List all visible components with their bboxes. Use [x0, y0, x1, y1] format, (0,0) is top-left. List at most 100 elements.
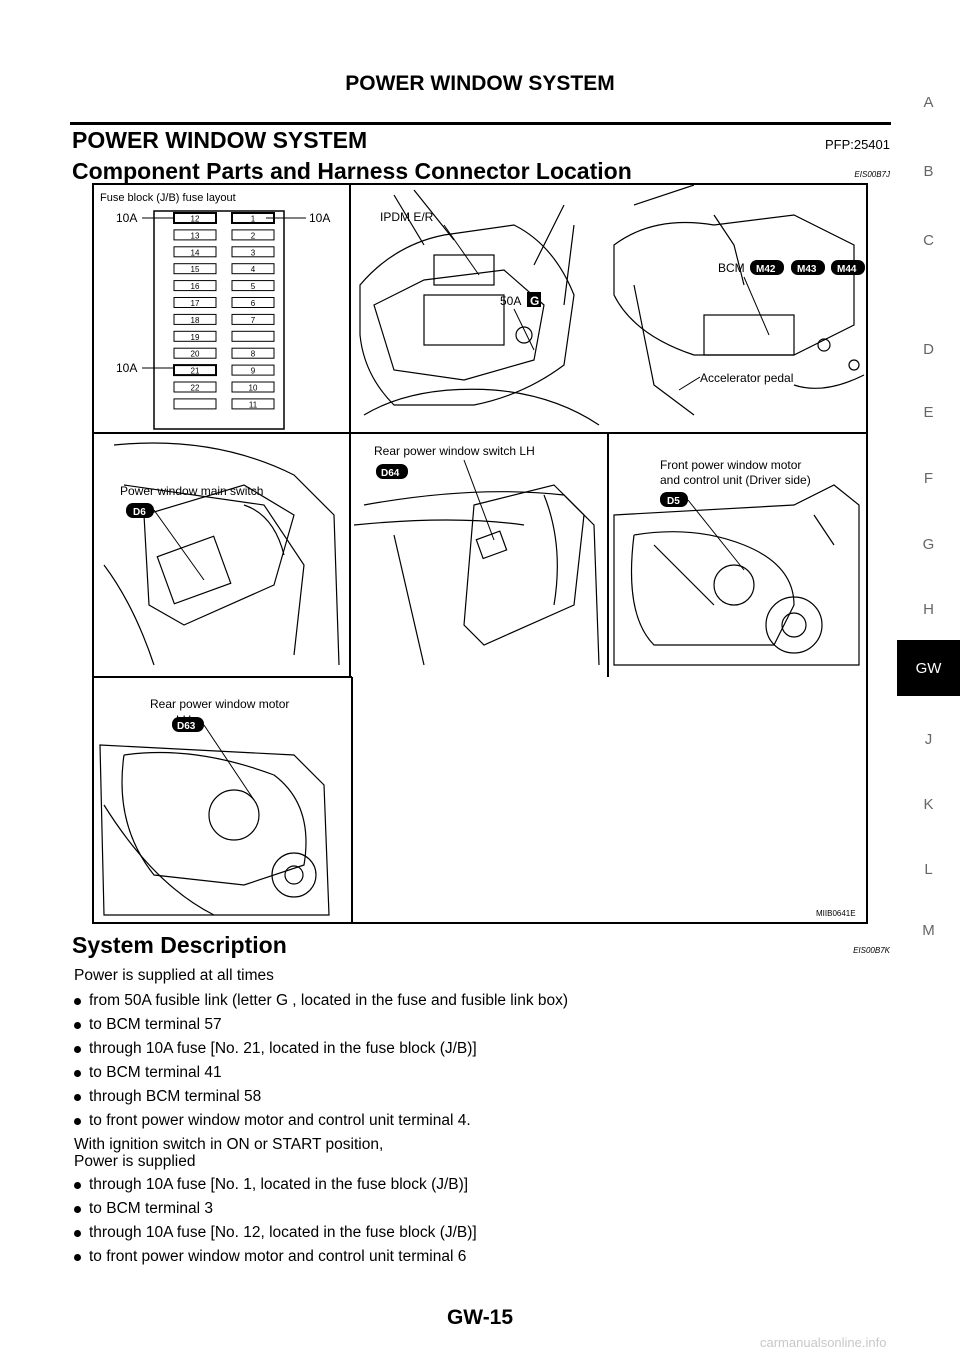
connector-m43: M43	[797, 264, 817, 275]
fuse-number: 5	[251, 282, 256, 291]
fuse-number: 16	[191, 282, 200, 291]
index-letter[interactable]: C	[923, 232, 934, 249]
fuse-slot	[173, 297, 217, 308]
fuse-number: 14	[191, 248, 200, 257]
main-switch-label: Power window main switch	[120, 484, 263, 498]
fuse-letter-box	[527, 292, 541, 307]
fuse-callout-bottom: 10A	[116, 361, 137, 375]
fuse-slot	[231, 381, 275, 393]
fuse-number: 8	[251, 350, 256, 359]
fuse-slot	[231, 330, 275, 342]
section-code: PFP:25401	[824, 137, 890, 152]
fuse-slot	[231, 297, 275, 308]
door-trim-drawing	[103, 442, 340, 666]
fuse-number: 2	[251, 231, 256, 240]
page-number: GW-15	[446, 1306, 514, 1329]
index-letter[interactable]: H	[923, 601, 934, 618]
figure-id: MIIB0641E	[816, 909, 856, 918]
fuse-number: 18	[191, 316, 200, 325]
component-title: Component Parts and Harness Connector Lo…	[72, 158, 632, 184]
fuse-letter: G	[530, 294, 539, 308]
index-letter[interactable]: G	[922, 536, 935, 553]
front-motor-label-line1: Front power window motor	[660, 458, 801, 472]
index-letter[interactable]: L	[924, 861, 933, 878]
connector-d63-pill	[172, 717, 204, 732]
fuse-slot	[231, 364, 275, 376]
ipdm-label: IPDM E/R	[380, 210, 434, 224]
fuse-slot	[173, 246, 217, 258]
rear-motor-label-line1: Rear power window motor	[150, 697, 289, 711]
connector-d64-pill	[376, 464, 408, 479]
front-door-inner-drawing	[613, 484, 860, 666]
fuse-slot	[173, 280, 217, 292]
engine-room-drawing	[359, 189, 600, 426]
fuse-slot	[173, 381, 217, 393]
page-header-title: POWER WINDOW SYSTEM	[345, 72, 615, 95]
index-letter[interactable]: A	[923, 94, 934, 111]
side-index: A B C D E F G H GW J K L M	[897, 0, 960, 1358]
fuse-block-label: Fuse block (J/B) fuse layout	[100, 192, 236, 204]
fuse-number: 17	[191, 299, 200, 308]
fuse-slot	[173, 313, 217, 325]
power-intro: Power is supplied at all times	[74, 967, 274, 984]
rear-door-inner-drawing	[99, 744, 330, 916]
rear-switch-label: Rear power window switch LH	[374, 444, 535, 458]
accelerator-label: Accelerator pedal	[700, 371, 793, 385]
connector-m44: M44	[837, 264, 857, 275]
fuse-slot	[231, 229, 275, 241]
fuse-number: 9	[251, 367, 256, 376]
index-letter[interactable]: M	[922, 922, 935, 939]
fuse-number: 1	[251, 215, 256, 224]
fuse-number: 6	[251, 299, 256, 308]
connector-m42: M42	[756, 264, 776, 275]
fuse-number: 7	[251, 316, 256, 325]
index-letter[interactable]: D	[923, 341, 934, 358]
fuse-slot	[231, 263, 275, 275]
connector-d64: D64	[381, 468, 400, 479]
fuse-slot	[173, 263, 217, 275]
fuse-slot	[173, 229, 217, 241]
fuse-number: 11	[249, 400, 258, 409]
fuse-number: 15	[191, 265, 200, 274]
index-letter[interactable]: B	[923, 163, 934, 180]
watermark: carmanualsonline.info	[760, 1335, 887, 1350]
fuse-slot	[231, 313, 275, 325]
bcm-area-drawing	[613, 184, 865, 416]
fuse-number: 4	[251, 265, 256, 274]
fuse-number: 19	[191, 333, 200, 342]
ignition-line-1: With ignition switch in ON or START posi…	[74, 1136, 384, 1153]
connector-d5-pill	[660, 492, 688, 507]
system-description-title: System Description	[72, 932, 287, 958]
connector-d6-pill	[126, 503, 154, 518]
fuse-slot	[231, 347, 275, 359]
fuse-number: 10	[249, 384, 258, 393]
fuse-slot	[173, 364, 217, 377]
index-letter[interactable]: K	[923, 796, 934, 813]
system-description-code: EIS00B7K	[853, 946, 890, 955]
fuse-slot	[173, 398, 217, 410]
fuse-slot	[231, 398, 275, 410]
fuse-slot	[231, 280, 275, 292]
connector-d63: D63	[177, 721, 196, 732]
connector-d6: D6	[133, 507, 146, 518]
fuse-number: 21	[191, 367, 200, 376]
fuse-slot	[173, 347, 217, 359]
component-code: EIS00B7J	[854, 170, 890, 179]
index-letter[interactable]: F	[923, 470, 934, 487]
fuse-slot	[231, 246, 275, 258]
index-letter-active[interactable]: GW	[897, 640, 960, 696]
index-letter[interactable]: E	[923, 404, 934, 421]
fuse-slot	[173, 330, 217, 342]
fuse-number: 22	[191, 384, 200, 393]
ignition-line-2: Power is supplied	[74, 1153, 196, 1170]
bcm-label: BCM	[718, 261, 745, 275]
fuse-block-outline	[153, 210, 285, 430]
index-letter[interactable]: J	[924, 731, 933, 748]
section-title: POWER WINDOW SYSTEM	[72, 127, 368, 153]
fuse-callout-top-left: 10A	[116, 211, 137, 225]
connector-d5: D5	[667, 496, 680, 507]
rear-door-trim-drawing	[353, 484, 600, 666]
